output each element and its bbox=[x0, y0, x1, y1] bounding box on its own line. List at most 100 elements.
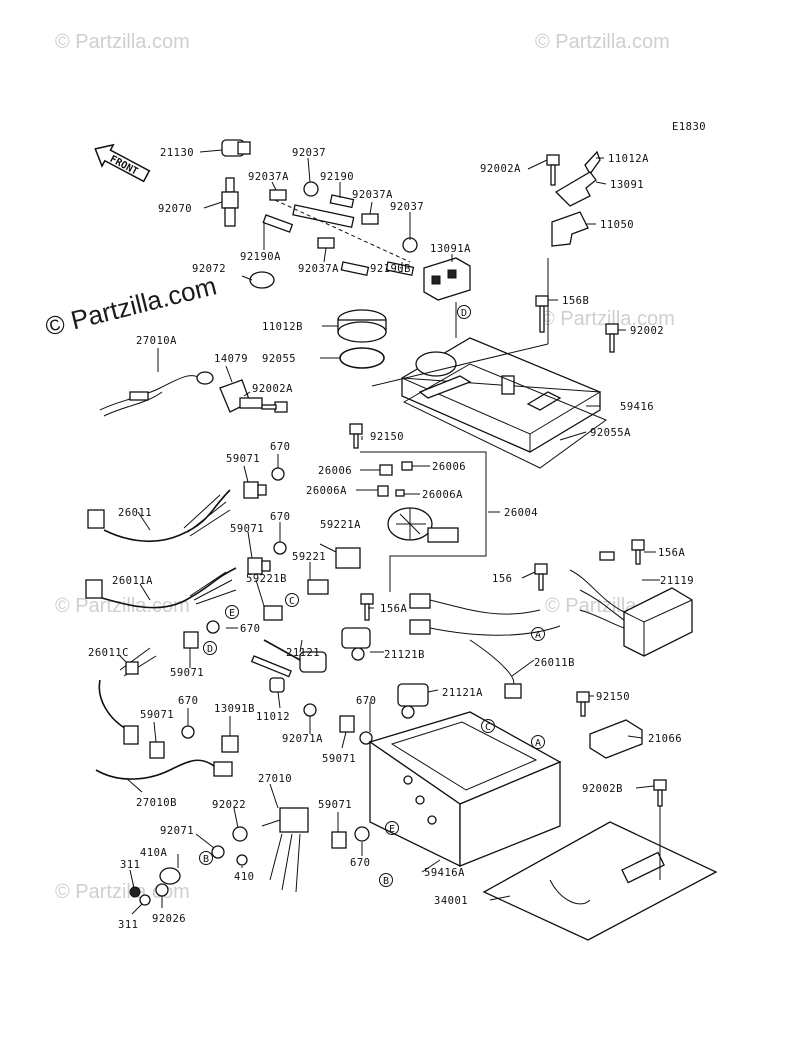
part-label-59071: 59071 bbox=[318, 799, 352, 811]
part-label-14079: 14079 bbox=[214, 353, 248, 365]
part-label-156: 156 bbox=[492, 573, 512, 585]
part-label-92190: 92190 bbox=[320, 171, 354, 183]
part-label-13091A: 13091A bbox=[430, 243, 471, 255]
part-label-92190A: 92190A bbox=[240, 251, 281, 263]
diagram-code: E1830 bbox=[672, 121, 706, 133]
part-label-11012A: 11012A bbox=[608, 153, 649, 165]
part-21121B-shape bbox=[341, 627, 371, 661]
part-13091-shape bbox=[554, 171, 597, 207]
part-label-26006: 26006 bbox=[318, 465, 352, 477]
part-label-92037A: 92037A bbox=[248, 171, 289, 183]
part-670-washer bbox=[271, 467, 285, 481]
part-92022-shape bbox=[232, 826, 248, 842]
watermark: © Partzilla.com bbox=[540, 308, 675, 330]
svg-text:B: B bbox=[203, 854, 209, 865]
part-label-21066: 21066 bbox=[648, 733, 682, 745]
part-92072-shape bbox=[249, 271, 275, 289]
part-label-92002: 92002 bbox=[630, 325, 664, 337]
part-26011-harness bbox=[87, 489, 231, 542]
part-label-311: 311 bbox=[118, 919, 138, 931]
part-59221-shape bbox=[307, 579, 329, 595]
part-21119-shape bbox=[569, 551, 693, 657]
part-label-26006A: 26006A bbox=[422, 489, 463, 501]
svg-text:E: E bbox=[389, 824, 395, 835]
part-label-92055: 92055 bbox=[262, 353, 296, 365]
svg-text:A: A bbox=[535, 630, 541, 641]
part-label-670: 670 bbox=[178, 695, 198, 707]
part-27010-shape bbox=[261, 807, 309, 893]
svg-text:A: A bbox=[535, 738, 541, 749]
part-label-92002A: 92002A bbox=[252, 383, 293, 395]
part-label-21130: 21130 bbox=[160, 147, 194, 159]
part-410-shape bbox=[236, 854, 248, 866]
watermark: © Partzilla.com bbox=[55, 31, 190, 53]
part-label-92002A: 92002A bbox=[480, 163, 521, 175]
part-label-26011B: 26011B bbox=[534, 657, 575, 669]
part-156-bolt bbox=[534, 563, 548, 591]
part-label-26011A: 26011A bbox=[112, 575, 153, 587]
part-156A-bolt bbox=[360, 593, 374, 621]
part-59071-grommet bbox=[339, 715, 355, 733]
callout-b: B bbox=[199, 851, 213, 865]
part-label-26004: 26004 bbox=[504, 507, 538, 519]
part-label-26011: 26011 bbox=[118, 507, 152, 519]
part-label-92190B: 92190B bbox=[370, 263, 411, 275]
callout-b: B bbox=[379, 873, 393, 887]
part-label-156B: 156B bbox=[562, 295, 589, 307]
part-label-27010B: 27010B bbox=[136, 797, 177, 809]
part-label-670: 670 bbox=[270, 441, 290, 453]
part-670-washer bbox=[359, 731, 373, 745]
part-label-59071: 59071 bbox=[226, 453, 260, 465]
part-label-21121A: 21121A bbox=[442, 687, 483, 699]
part-label-26011C: 26011C bbox=[88, 647, 129, 659]
part-label-27010: 27010 bbox=[258, 773, 292, 785]
part-59071-grommet bbox=[149, 741, 165, 759]
part-label-311: 311 bbox=[120, 859, 140, 871]
part-label-92070: 92070 bbox=[158, 203, 192, 215]
svg-text:D: D bbox=[461, 308, 467, 319]
part-label-670: 670 bbox=[350, 857, 370, 869]
part-label-156A: 156A bbox=[380, 603, 407, 615]
part-92071-shape bbox=[211, 845, 225, 859]
part-label-156A: 156A bbox=[658, 547, 685, 559]
part-label-59071: 59071 bbox=[322, 753, 356, 765]
part-label-410A: 410A bbox=[140, 847, 167, 859]
part-59071-grommet bbox=[243, 481, 267, 499]
part-label-26006A: 26006A bbox=[306, 485, 347, 497]
part-34001-plate bbox=[482, 821, 718, 941]
callout-c: C bbox=[481, 719, 495, 733]
part-26006A-shape bbox=[395, 489, 405, 497]
leader-lines bbox=[119, 149, 661, 915]
part-59071-grommet bbox=[183, 631, 199, 649]
part-26006-shape bbox=[379, 464, 393, 476]
part-label-21121: 21121 bbox=[286, 647, 320, 659]
part-label-92071: 92071 bbox=[160, 825, 194, 837]
part-label-92026: 92026 bbox=[152, 913, 186, 925]
part-92071A-shape bbox=[303, 703, 317, 717]
part-59071-grommet bbox=[247, 557, 271, 575]
svg-text:D: D bbox=[207, 644, 213, 655]
part-21121A-shape bbox=[397, 683, 429, 719]
part-27010B-harness bbox=[95, 759, 233, 780]
callout-e: E bbox=[385, 821, 399, 835]
part-92002A-bolt-2 bbox=[261, 401, 288, 413]
part-label-59221: 59221 bbox=[292, 551, 326, 563]
part-27010A-harness bbox=[99, 371, 214, 417]
part-92002A-bolt bbox=[546, 154, 560, 186]
part-59071-grommet bbox=[331, 831, 347, 849]
part-670-washer bbox=[273, 541, 287, 555]
part-92026-shape bbox=[155, 883, 169, 897]
part-label-11050: 11050 bbox=[600, 219, 634, 231]
part-26011A-harness bbox=[85, 567, 237, 609]
part-156A-bolt-2 bbox=[631, 539, 645, 565]
part-21130-shape bbox=[221, 139, 251, 157]
part-label-59221B: 59221B bbox=[246, 573, 287, 585]
watermark: © Partzilla.com bbox=[55, 595, 190, 617]
part-92055A-gasket bbox=[402, 363, 608, 469]
part-92002-bolt bbox=[605, 323, 619, 353]
front-arrow-icon: FRONT bbox=[94, 143, 151, 183]
part-11012A-shape bbox=[584, 150, 601, 176]
part-26006-shape bbox=[401, 461, 413, 471]
